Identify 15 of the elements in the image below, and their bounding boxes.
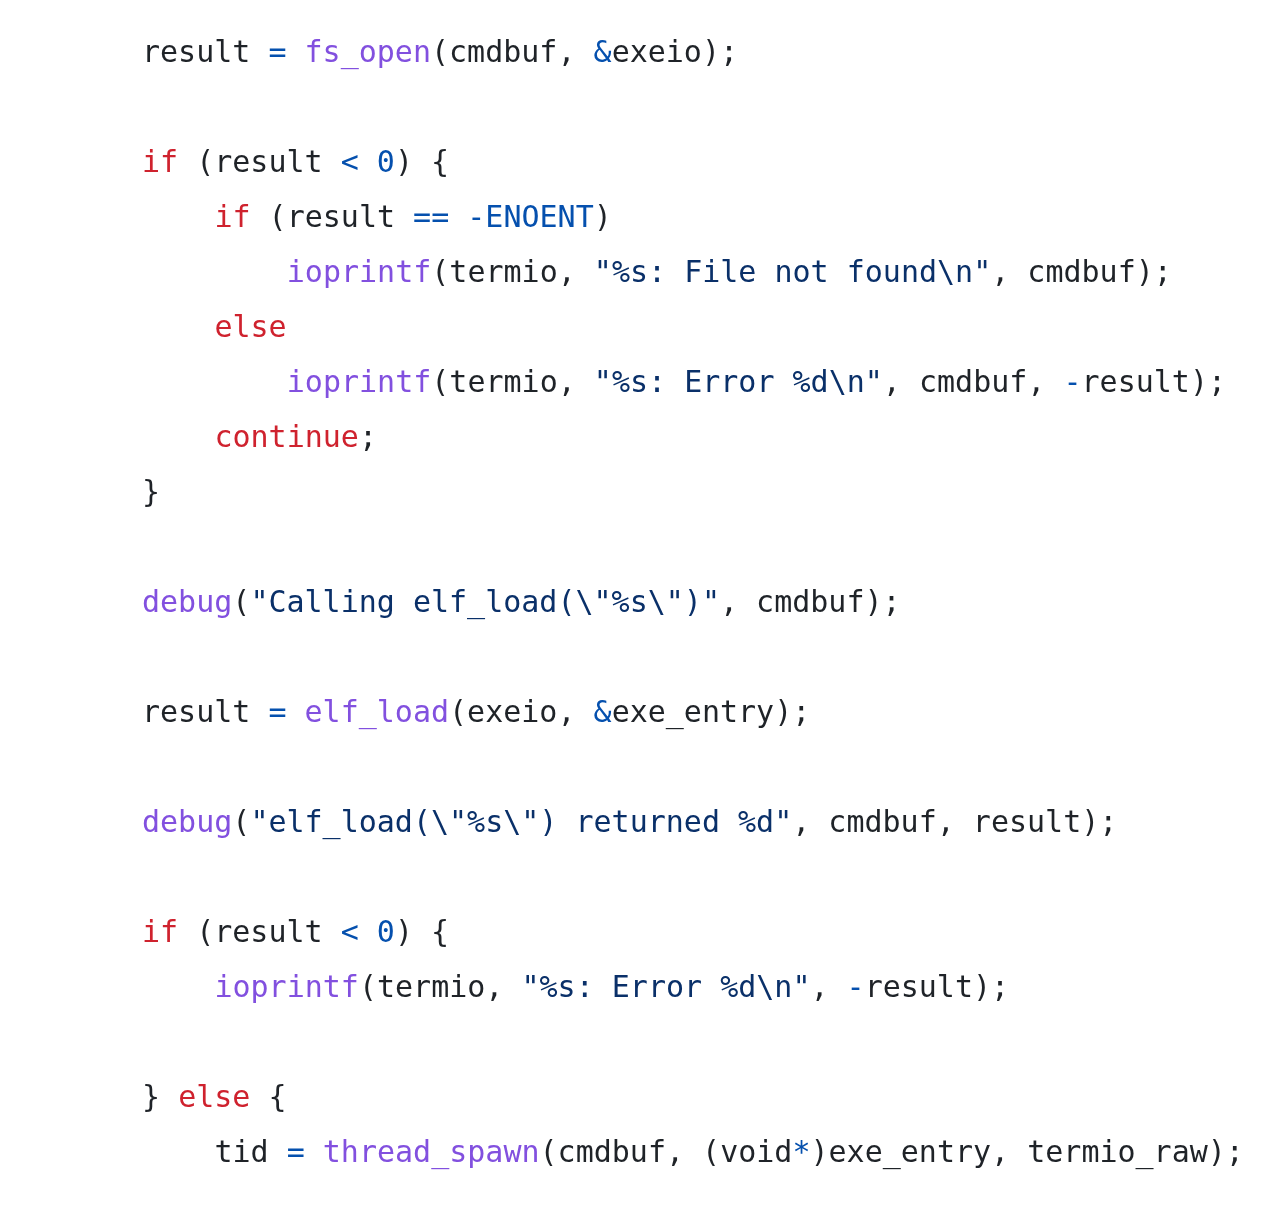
code-line: if (result == -ENOENT) bbox=[214, 198, 612, 236]
code-line: } else { bbox=[142, 1078, 287, 1116]
code-line: continue; bbox=[214, 418, 377, 456]
code-line: if (result < 0) { bbox=[142, 143, 450, 181]
code-line: ioprintf(termio, "%s: Error %d\n", cmdbuf, -result); bbox=[286, 363, 1227, 401]
code-line: if (result < 0) { bbox=[142, 913, 450, 951]
code-line: debug("elf_load(\"%s\") returned %d", cmdbuf, result); bbox=[142, 803, 1118, 842]
code-line: else bbox=[214, 308, 287, 346]
code-line: ioprintf(termio, "%s: File not found\n", cmdbuf); bbox=[286, 253, 1172, 291]
code-line: result = fs_open(cmdbuf, &exeio); bbox=[142, 33, 739, 72]
code-line: result = elf_load(exeio, &exe_entry); bbox=[142, 693, 811, 732]
code-line: tid = thread_spawn(cmdbuf, (void*)exe_entry, termio_raw); bbox=[214, 1133, 1244, 1172]
code-line: debug("Calling elf_load(\"%s\")", cmdbuf); bbox=[142, 583, 901, 622]
code-line: ioprintf(termio, "%s: Error %d\n", -result); bbox=[214, 968, 1010, 1006]
code-line: } bbox=[142, 473, 161, 511]
